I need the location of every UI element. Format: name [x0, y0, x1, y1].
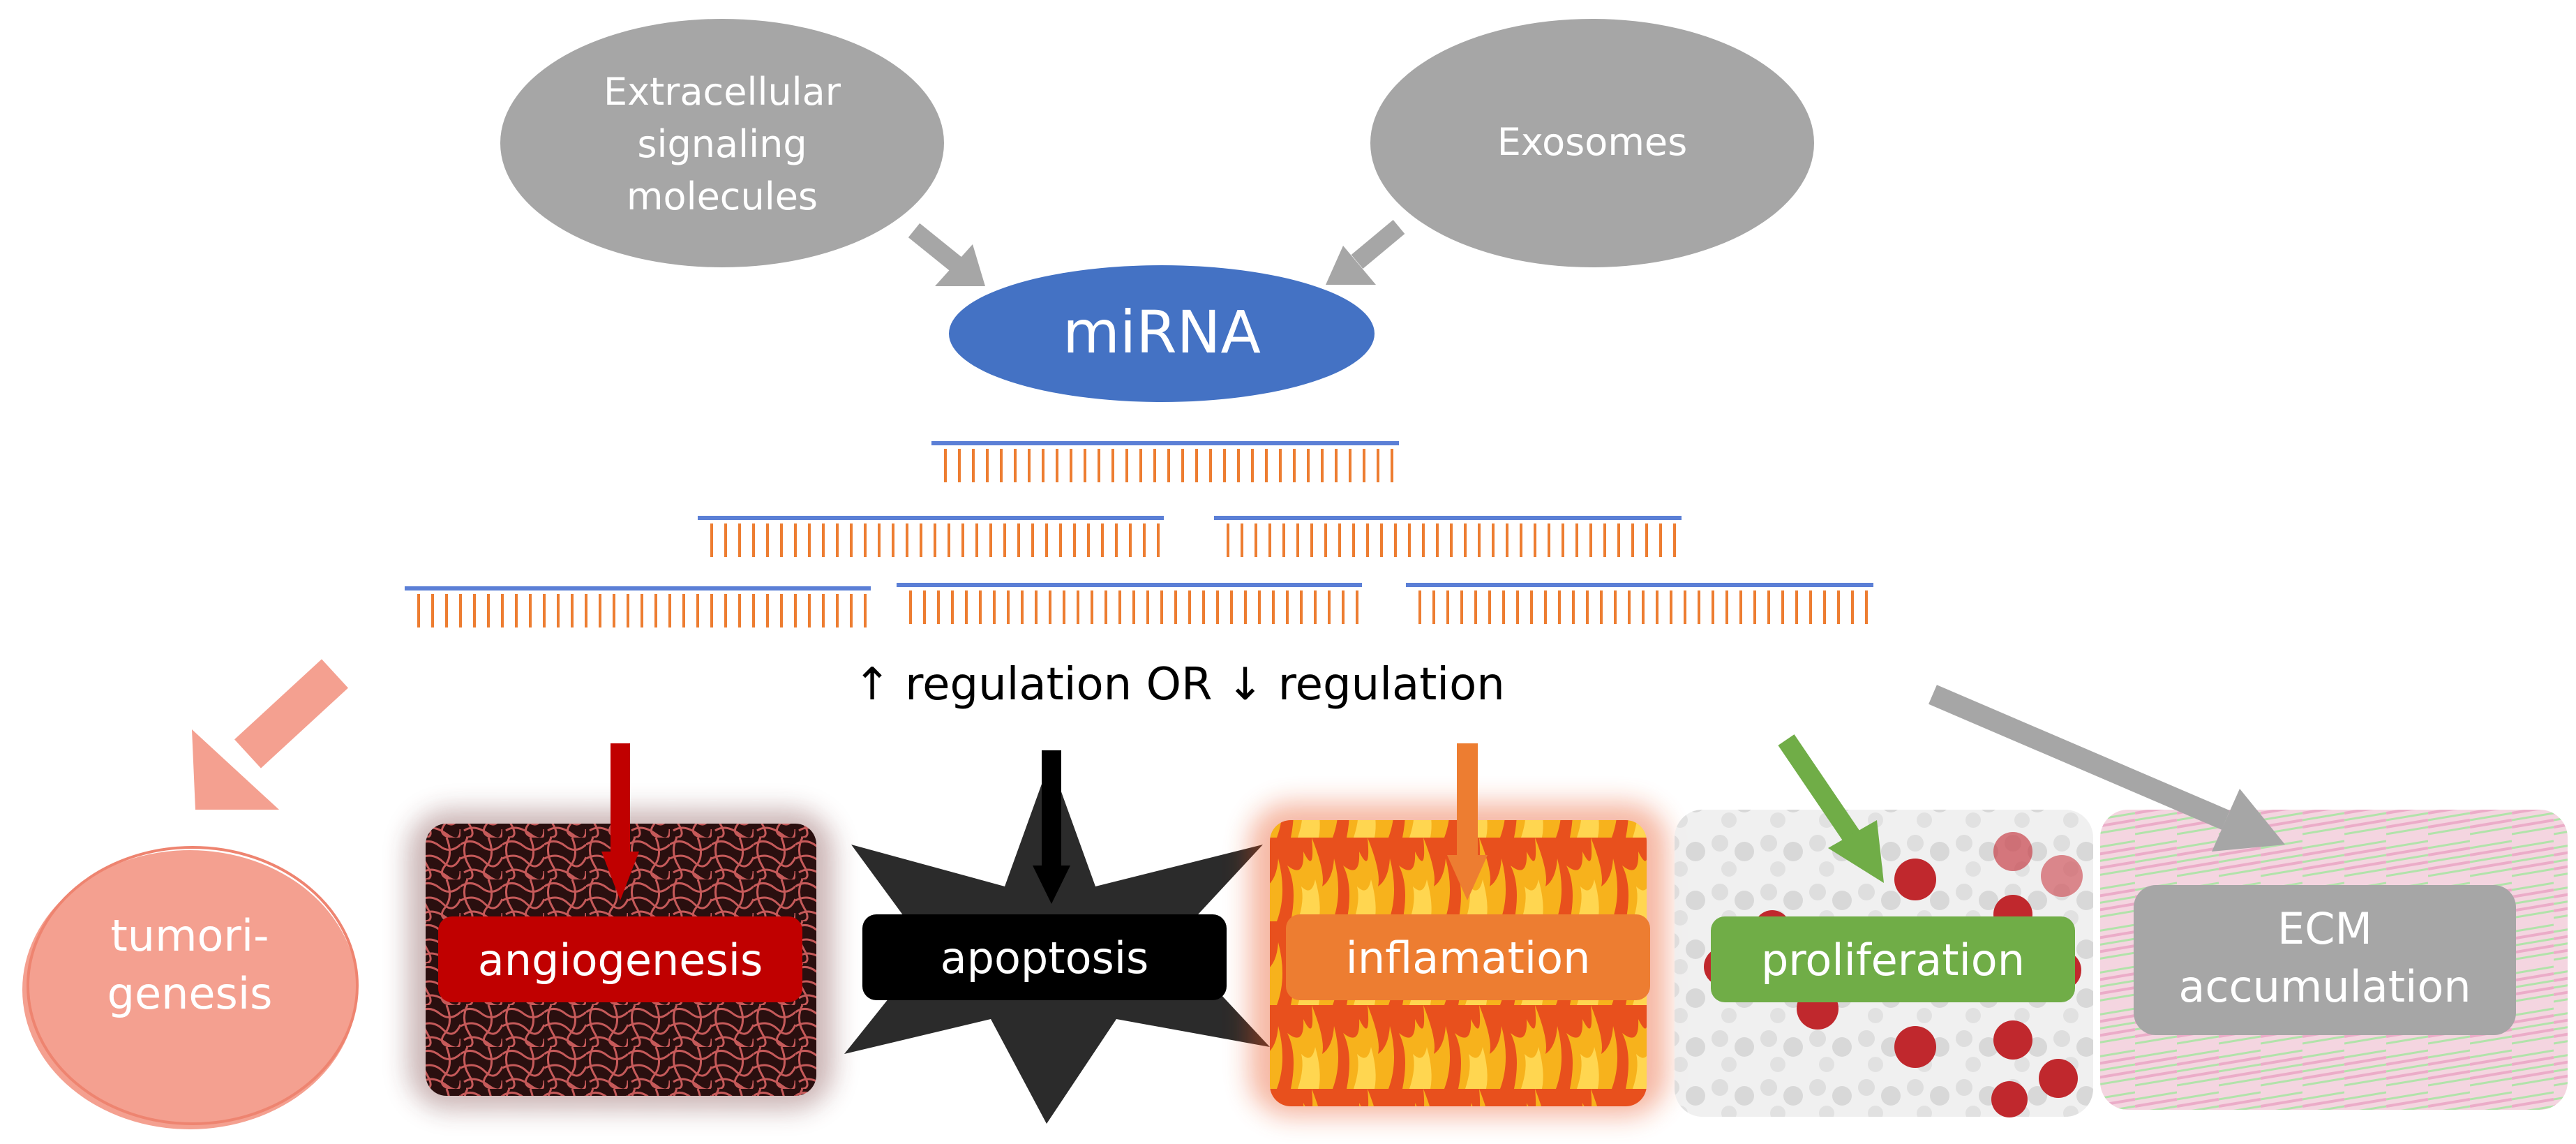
mirna-label: miRNA	[1063, 298, 1261, 366]
regulation-label: ↑ regulation OR ↓ regulation	[853, 659, 1505, 711]
arrow-exosomes-to-mirna	[1326, 220, 1405, 285]
mirna-strand	[1214, 513, 1682, 557]
arrow-to-angiogenesis	[601, 743, 639, 900]
inflamation-box: inflamation	[1286, 914, 1650, 1000]
arrow-to-tumorigenesis	[192, 659, 348, 810]
mirna-strand	[931, 438, 1399, 482]
angiogenesis-box: angiogenesis	[438, 916, 802, 1002]
mirna-strand	[405, 584, 871, 627]
mirna-node: miRNA	[949, 265, 1375, 402]
mirna-strand	[897, 580, 1362, 624]
arrow-to-inflamation	[1447, 743, 1488, 900]
extracellular-line-1: Extracellular	[604, 70, 841, 114]
angiogenesis-label: angiogenesis	[478, 935, 763, 986]
ecm-box: ECM accumulation	[2134, 885, 2516, 1035]
arrow-extracellular-to-mirna	[908, 223, 985, 286]
apoptosis-box: apoptosis	[862, 914, 1227, 1000]
arrow-to-apoptosis	[1033, 750, 1070, 904]
extracellular-line-2: signaling	[637, 122, 807, 166]
mirna-strands	[405, 438, 1873, 627]
tumorigenesis-line-1: tumori-	[110, 910, 269, 961]
extracellular-line-3: molecules	[627, 174, 818, 218]
extracellular-source: Extracellular signaling molecules	[500, 19, 944, 267]
exosomes-label: Exosomes	[1497, 120, 1688, 164]
proliferation-label: proliferation	[1761, 935, 2025, 986]
tumorigenesis-node: tumori- genesis	[22, 846, 359, 1129]
inflamation-label: inflamation	[1346, 933, 1591, 983]
exosomes-source: Exosomes	[1370, 19, 1814, 267]
proliferation-box: proliferation	[1711, 916, 2075, 1002]
mirna-strand	[698, 513, 1164, 557]
tumorigenesis-line-2: genesis	[107, 968, 273, 1019]
arrow-to-ecm	[1929, 685, 2285, 852]
ecm-line-2: accumulation	[2178, 961, 2471, 1012]
mirna-strand	[1406, 580, 1873, 624]
ecm-line-1: ECM	[2277, 903, 2372, 954]
arrow-to-proliferation	[1778, 734, 1884, 883]
apoptosis-label: apoptosis	[941, 933, 1149, 983]
